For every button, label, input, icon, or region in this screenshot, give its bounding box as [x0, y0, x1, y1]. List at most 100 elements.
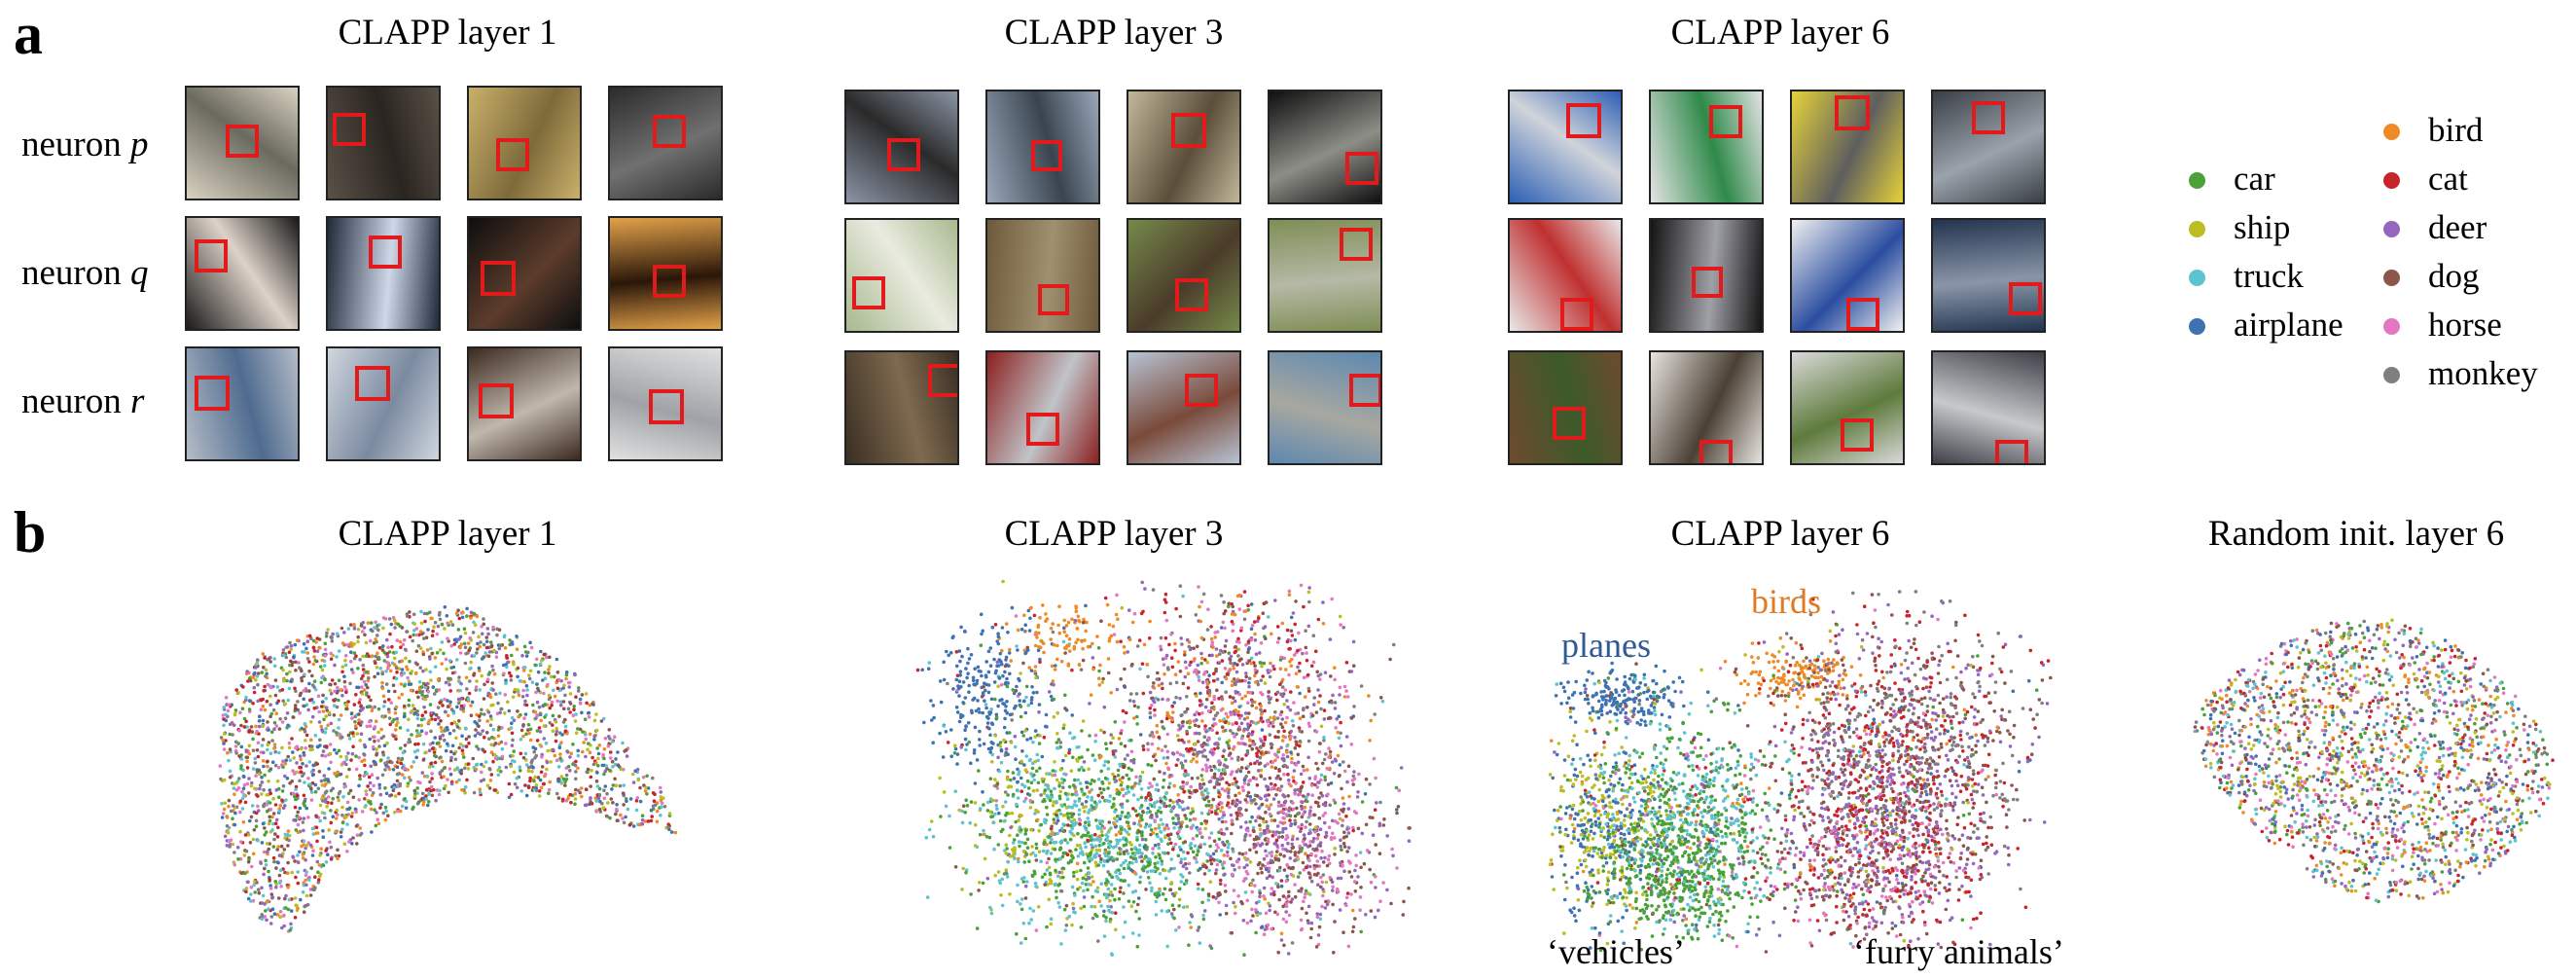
- scatter-point: [270, 739, 274, 743]
- scatter-point: [564, 778, 569, 781]
- scatter-point: [1150, 886, 1154, 890]
- scatter-point: [625, 754, 629, 758]
- scatter-point: [1053, 847, 1057, 852]
- scatter-point: [259, 698, 264, 703]
- scatter-point: [979, 612, 984, 617]
- scatter-point: [574, 695, 578, 699]
- scatter-point: [994, 783, 998, 788]
- scatter-point: [1042, 735, 1047, 740]
- scatter-point: [448, 772, 453, 777]
- scatter-point: [490, 664, 494, 669]
- scatter-point: [370, 708, 375, 712]
- scatter-point: [342, 685, 347, 689]
- scatter-point: [1071, 906, 1076, 911]
- scatter-point: [1205, 758, 1210, 762]
- scatter-point: [1084, 780, 1089, 784]
- scatter-point: [1193, 723, 1198, 728]
- scatter-point: [1287, 589, 1292, 594]
- scatter-point: [1052, 697, 1056, 702]
- scatter-point: [1111, 845, 1116, 850]
- scatter-point: [1199, 661, 1203, 666]
- scatter-point: [1127, 790, 1130, 794]
- scatter-point: [1069, 812, 1073, 816]
- scatter-point: [564, 672, 569, 677]
- scatter-point: [355, 842, 359, 846]
- scatter-point: [383, 805, 388, 810]
- scatter-point: [1024, 852, 1028, 857]
- scatter-point: [414, 649, 419, 653]
- scatter-point: [1159, 837, 1163, 842]
- scatter-point: [286, 871, 290, 875]
- scatter-point: [535, 682, 539, 686]
- scatter-point: [425, 774, 429, 779]
- scatter-point: [1245, 794, 1249, 798]
- scatter-point: [1055, 874, 1060, 879]
- scatter-point: [1163, 635, 1168, 640]
- scatter-point: [1168, 832, 1173, 836]
- scatter-point: [419, 723, 424, 728]
- scatter-point: [1269, 803, 1273, 807]
- scatter-point: [437, 722, 441, 726]
- scatter-point: [1025, 792, 1030, 796]
- scatter-point: [1158, 853, 1162, 857]
- scatter-point: [423, 710, 428, 714]
- scatter-point: [1275, 640, 1280, 644]
- scatter-point: [939, 700, 944, 705]
- scatter-point: [523, 650, 528, 654]
- scatter-point: [242, 782, 247, 787]
- scatter-point: [1093, 844, 1098, 849]
- scatter-point: [571, 743, 575, 746]
- scatter-point: [349, 641, 353, 645]
- scatter-point: [1236, 709, 1240, 714]
- scatter-point: [1174, 928, 1178, 932]
- scatter-point: [1173, 891, 1178, 895]
- scatter-point: [1005, 875, 1010, 879]
- scatter-point: [580, 693, 585, 697]
- scatter-point: [1143, 865, 1148, 869]
- scatter-point: [264, 858, 268, 863]
- scatter-point: [1043, 817, 1047, 821]
- scatter-point: [285, 833, 290, 837]
- scatter-point: [1169, 808, 1174, 812]
- scatter-point: [412, 749, 417, 754]
- scatter-point: [1167, 804, 1172, 808]
- scatter-point: [358, 658, 362, 662]
- scatter-point: [419, 729, 424, 733]
- scatter-point: [1072, 910, 1076, 914]
- scatter-point: [1172, 916, 1176, 921]
- scatter-point: [359, 732, 364, 736]
- scatter-point: [1285, 628, 1290, 633]
- scatter-point: [1171, 816, 1175, 820]
- scatter-point: [1149, 888, 1154, 893]
- scatter-point: [1070, 853, 1074, 858]
- scatter-point: [1129, 904, 1134, 908]
- scatter-point: [304, 878, 307, 883]
- scatter-point: [1171, 800, 1175, 804]
- scatter-point: [410, 733, 413, 737]
- scatter-point: [366, 685, 370, 690]
- scatter-point: [1254, 680, 1258, 684]
- scatter-point: [1136, 706, 1140, 709]
- scatter-point: [486, 654, 491, 659]
- scatter-point: [1232, 888, 1236, 892]
- scatter-point: [1129, 738, 1133, 743]
- scatter-point: [1105, 799, 1109, 803]
- scatter-point: [233, 811, 237, 816]
- scatter-point: [1005, 811, 1009, 816]
- scatter-point: [1115, 791, 1120, 796]
- scatter-point: [438, 737, 443, 741]
- scatter-point: [492, 788, 497, 792]
- scatter-point: [1063, 753, 1068, 758]
- scatter-point: [463, 790, 467, 795]
- scatter-point: [301, 856, 305, 860]
- scatter-point: [1150, 816, 1154, 819]
- scatter-point: [340, 820, 345, 825]
- scatter-point: [315, 636, 319, 640]
- scatter-point: [955, 762, 959, 766]
- scatter-point: [289, 659, 293, 664]
- scatter-point: [1165, 698, 1169, 702]
- scatter-point: [308, 782, 312, 786]
- scatter-point: [475, 762, 480, 767]
- scatter-point: [1024, 684, 1029, 689]
- scatter-point: [967, 740, 971, 744]
